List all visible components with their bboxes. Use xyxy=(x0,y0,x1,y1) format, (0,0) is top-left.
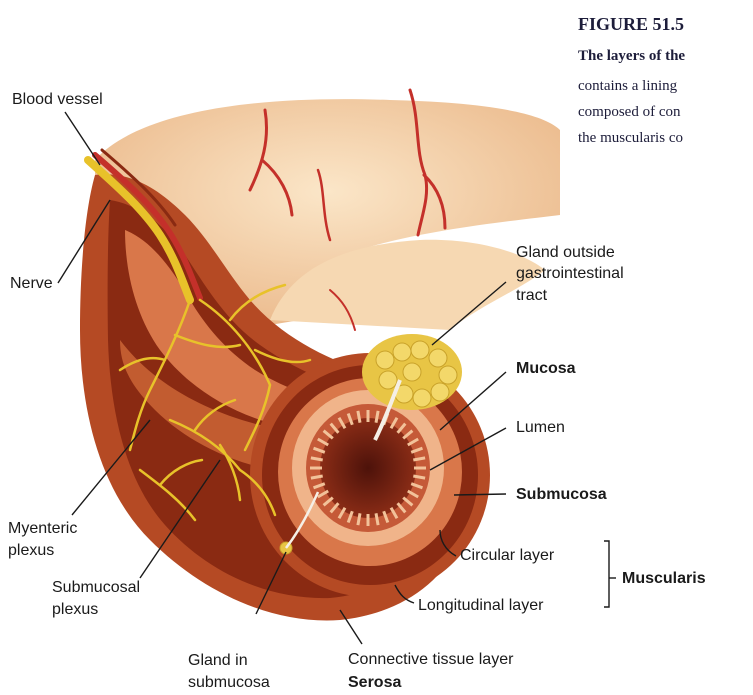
label-connective-tissue: Connective tissue layer xyxy=(348,650,513,669)
label-submucosal-1: Submucosal xyxy=(52,578,140,597)
label-myenteric-1: Myenteric xyxy=(8,519,77,538)
villus xyxy=(376,513,378,525)
label-muscularis: Muscularis xyxy=(622,569,706,588)
villus xyxy=(311,458,323,460)
label-submucosal-2: plexus xyxy=(52,600,98,619)
figure-title: FIGURE 51.5 xyxy=(578,14,684,35)
label-gland-outside-2: gastrointestinal xyxy=(516,264,624,283)
villus xyxy=(311,476,323,478)
label-gland-outside-3: tract xyxy=(516,286,547,305)
label-serosa: Serosa xyxy=(348,673,401,692)
label-gland-in-2: submucosa xyxy=(188,673,270,692)
label-myenteric-2: plexus xyxy=(8,541,54,560)
villus xyxy=(413,476,425,478)
caption-line-2: composed of con xyxy=(578,104,680,121)
caption-line-1: contains a lining xyxy=(578,78,677,95)
label-gland-in-1: Gland in xyxy=(188,651,248,670)
caption-line-3: the muscularis co xyxy=(578,130,683,147)
label-blood-vessel: Blood vessel xyxy=(12,90,103,109)
villus xyxy=(358,411,360,423)
villus xyxy=(358,513,360,525)
label-lumen: Lumen xyxy=(516,418,565,437)
label-longitudinal-layer: Longitudinal layer xyxy=(418,596,543,615)
villus xyxy=(413,458,425,460)
villus xyxy=(376,411,378,423)
label-nerve: Nerve xyxy=(10,274,53,293)
label-mucosa: Mucosa xyxy=(516,359,576,378)
label-submucosa: Submucosa xyxy=(516,485,607,504)
label-circular-layer: Circular layer xyxy=(460,546,554,565)
caption-lead: The layers of the xyxy=(578,48,685,65)
label-gland-outside-1: Gland outside xyxy=(516,243,615,262)
